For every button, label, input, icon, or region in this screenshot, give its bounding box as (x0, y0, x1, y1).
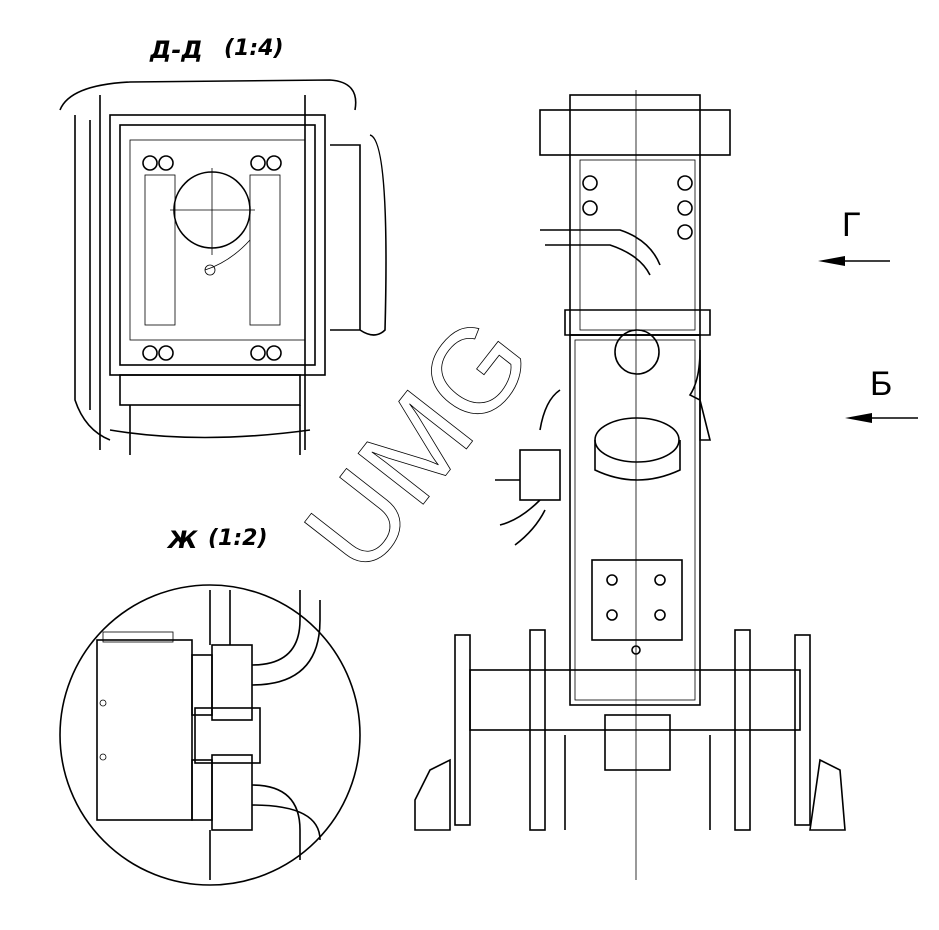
view-arrow-g-label: Г (842, 206, 861, 244)
detail-zh-scale: (1:2) (208, 526, 268, 551)
main-front-view (414, 90, 846, 880)
detail-zh-title: Ж (168, 526, 198, 554)
section-dd-view (59, 79, 387, 455)
view-arrow-b-label: Б (870, 365, 893, 403)
view-arrow-b (845, 413, 918, 423)
detail-zh-view (59, 584, 361, 886)
watermark: UMG (279, 293, 557, 596)
section-dd-title: Д-Д (150, 36, 203, 64)
view-arrow-g (818, 256, 890, 266)
section-dd-scale: (1:4) (224, 36, 284, 61)
